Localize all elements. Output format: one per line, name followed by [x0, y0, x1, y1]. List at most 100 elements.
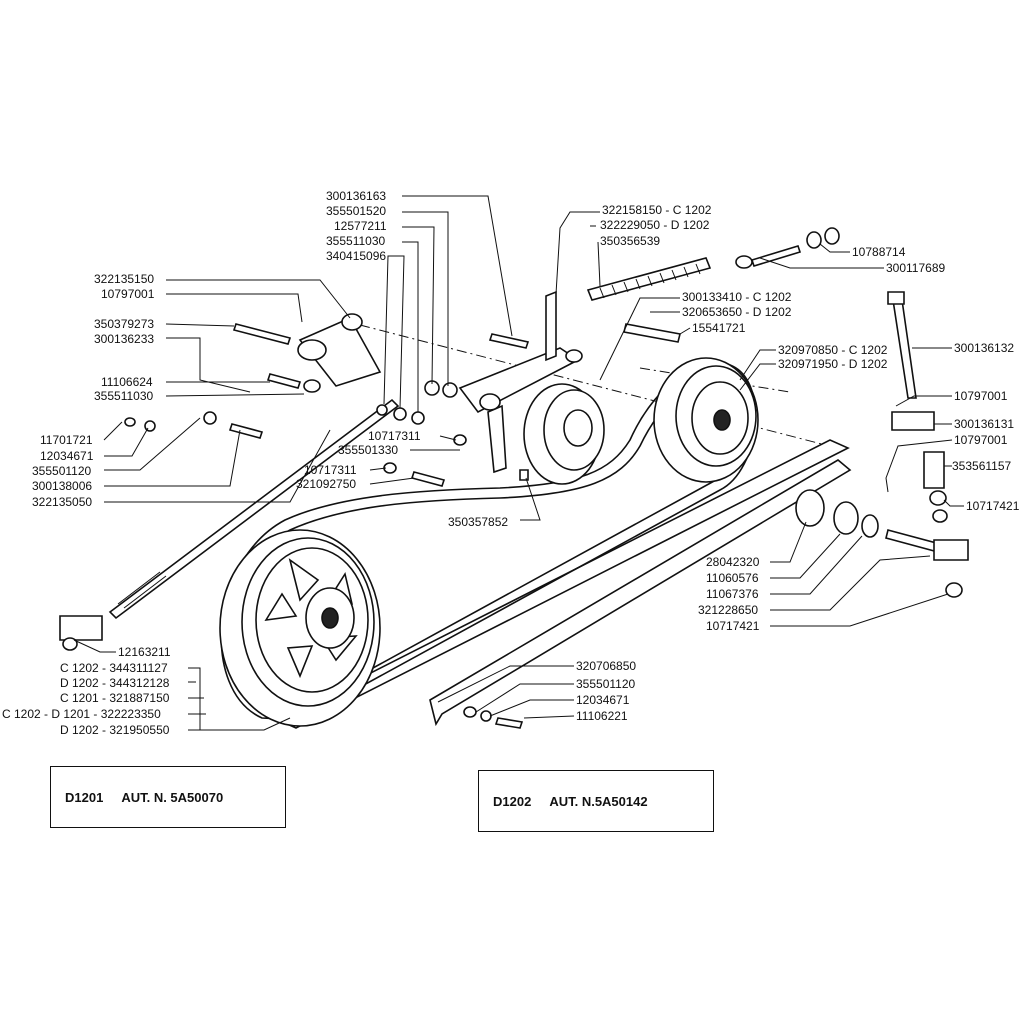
- label-300133410: 300133410 - C 1202: [682, 290, 792, 304]
- washer-12577211: [411, 411, 425, 425]
- bolt-15541721: [623, 323, 681, 343]
- label-300117689: 300117689: [886, 261, 946, 275]
- eye-bolt-eye: [735, 255, 753, 269]
- label-300136132: 300136132: [954, 341, 1014, 355]
- label-350356539: 350356539: [600, 234, 660, 248]
- label-28042320: 28042320: [706, 555, 760, 569]
- label-10717311: 10717311: [368, 429, 421, 443]
- label-10797001: 10797001: [101, 287, 155, 301]
- washer-355501120-b: [463, 706, 477, 718]
- return-spring: [923, 451, 945, 489]
- idler-pulley: [523, 383, 605, 485]
- stud-321092750: [410, 471, 446, 487]
- pin-350379273: [232, 323, 292, 345]
- washer-12034671: [144, 420, 156, 432]
- label-320971950: 320971950 - D 1202: [778, 357, 888, 371]
- model-box-d1202: D1202 AUT. N.5A50142: [478, 770, 714, 832]
- model-code: D1201: [65, 789, 104, 805]
- label-321092750: 321092750: [296, 477, 356, 491]
- label-10717421: 10717421: [966, 499, 1020, 513]
- bracket-upright: [545, 290, 557, 362]
- circlip: [861, 514, 879, 538]
- tension-rod: [108, 398, 400, 620]
- label-12034671: 12034671: [40, 449, 94, 463]
- label-300138006: 300138006: [32, 479, 92, 493]
- bolt-11106624: [266, 373, 302, 389]
- label-355501520: 355501520: [326, 204, 386, 218]
- washer-355501120: [203, 411, 217, 425]
- label-355511030: 355511030: [326, 234, 386, 248]
- eye-bolt-washer: [824, 227, 840, 245]
- leader-lines: [73, 195, 964, 731]
- label-321228650: 321228650: [698, 603, 758, 617]
- model-box-d1201: D1201 AUT. N. 5A50070: [50, 766, 286, 828]
- washer-11701721: [124, 417, 136, 427]
- label-11060576: 11060576: [706, 571, 759, 585]
- label-355511030-b: 355511030: [94, 389, 154, 403]
- upper-pulley: [653, 357, 759, 483]
- label-355501330: 355501330: [338, 443, 398, 457]
- bracket-pin-2: [565, 349, 583, 363]
- spring-nut: [929, 490, 947, 506]
- label-340415096: 340415096: [326, 249, 386, 263]
- label-320970850: 320970850 - C 1202: [778, 343, 888, 357]
- label-322223350: C 1202 - D 1201 - 322223350: [2, 707, 161, 721]
- label-12163211: 12163211: [118, 645, 171, 659]
- rod-end-block: [59, 615, 103, 641]
- label-11701721: 11701721: [40, 433, 93, 447]
- label-300136131: 300136131: [954, 417, 1014, 431]
- model-aut: AUT. N.5A50142: [549, 793, 648, 809]
- label-11067376: 11067376: [706, 587, 759, 601]
- label-344312128: D 1202 - 344312128: [60, 676, 170, 690]
- pin-300136163: [488, 333, 530, 349]
- label-10797001-c: 10797001: [954, 433, 1008, 447]
- drawing: [59, 227, 969, 729]
- hub: [795, 489, 825, 527]
- pivot-pin: [885, 529, 941, 553]
- label-350379273: 350379273: [94, 317, 154, 331]
- rod-end-nut: [62, 637, 78, 651]
- arm-pin: [341, 313, 363, 331]
- label-322135150: 322135150: [94, 272, 154, 286]
- label-300136233: 300136233: [94, 332, 154, 346]
- label-11106624: 11106624: [101, 375, 153, 389]
- label-322229050: 322229050 - D 1202: [600, 218, 710, 232]
- washer-300136163: [442, 382, 458, 398]
- center-axis-line: [359, 324, 846, 451]
- guide-rail-lower: [429, 459, 852, 727]
- label-10717421-b: 10717421: [706, 619, 760, 633]
- washer-355511030-2: [393, 407, 407, 421]
- bolt-11106221: [494, 717, 524, 729]
- grease-nipple: [519, 469, 529, 481]
- snap-ring: [833, 501, 859, 535]
- arm-bracket: [298, 316, 382, 387]
- label-320706850: 320706850: [576, 659, 636, 673]
- pivot-block: [933, 539, 969, 561]
- label-355501120: 355501120: [32, 464, 92, 478]
- part-labels: 300136163 355501520 12577211 355511030 3…: [2, 189, 1020, 737]
- bushing-340415096: [376, 404, 388, 416]
- label-10788714: 10788714: [852, 245, 906, 259]
- label-353561157: 353561157: [952, 459, 1012, 473]
- label-320653650: 320653650 - D 1202: [682, 305, 792, 319]
- label-355501120-b: 355501120: [576, 677, 636, 691]
- label-11106221: 11106221: [576, 709, 628, 723]
- label-322135050: 322135050: [32, 495, 92, 509]
- spring-washer: [932, 509, 948, 523]
- label-321887150: C 1201 - 321887150: [60, 691, 170, 705]
- label-300136163: 300136163: [326, 189, 386, 203]
- adjust-bolt: [892, 299, 917, 399]
- label-15541721: 15541721: [692, 321, 746, 335]
- label-12577211: 12577211: [334, 219, 387, 233]
- eye-bolt-nut: [806, 231, 822, 249]
- pin-300138006: [228, 423, 264, 439]
- label-10717311-b: 10717311: [304, 463, 357, 477]
- washer-12034671-b: [480, 710, 492, 722]
- rod-thread: [117, 571, 167, 609]
- arm-bushing: [297, 339, 327, 361]
- label-322158150: 322158150 - C 1202: [602, 203, 712, 217]
- label-350357852: 350357852: [448, 515, 508, 529]
- label-344311127: C 1202 - 344311127: [60, 661, 168, 675]
- bracket-leg: [487, 404, 507, 474]
